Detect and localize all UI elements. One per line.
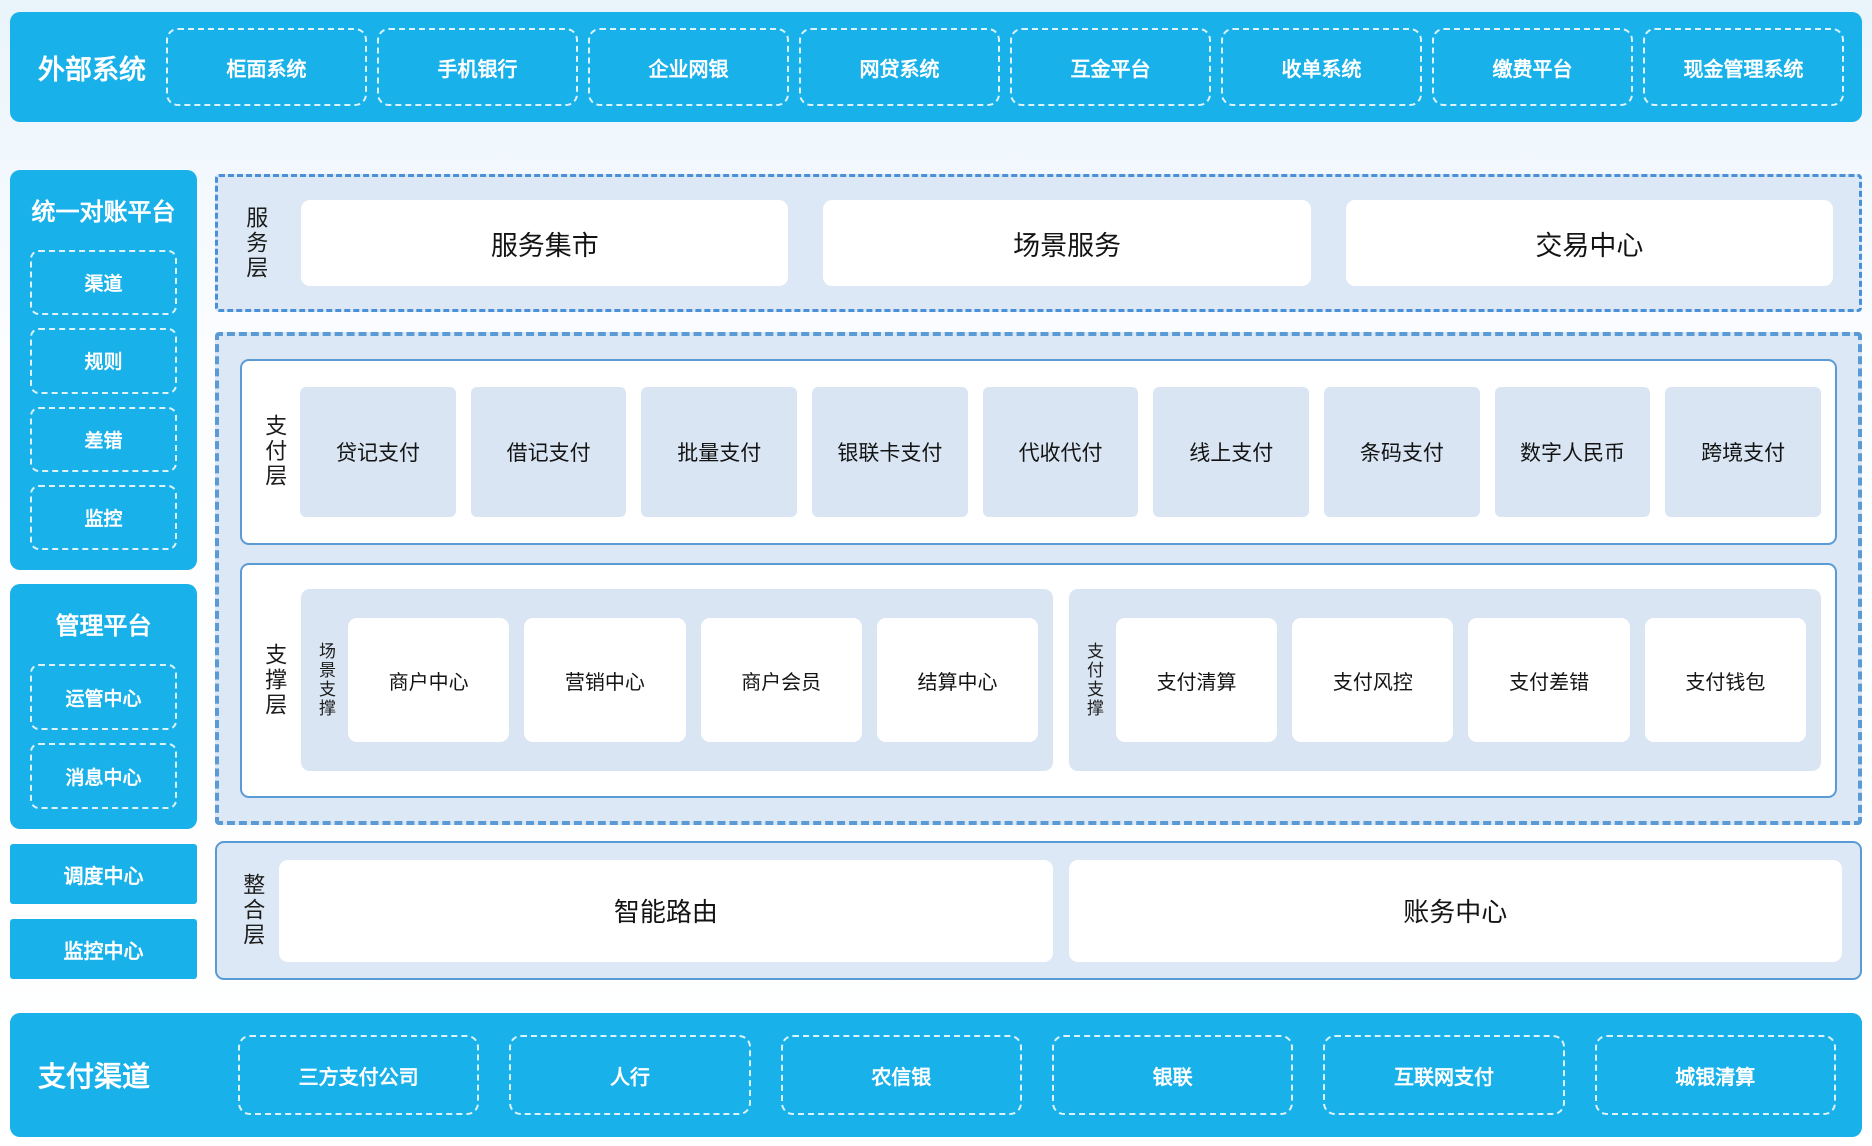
payment-support-item: 支付钱包 <box>1644 618 1806 743</box>
external-system-item: 现金管理系统 <box>1643 28 1844 106</box>
left-sidebar: 统一对账平台 渠道 规则 差错 监控 管理平台 运管中心 消息中心 调度中心 监… <box>10 144 197 989</box>
management-item: 运管中心 <box>30 664 177 730</box>
middle-region: 统一对账平台 渠道 规则 差错 监控 管理平台 运管中心 消息中心 调度中心 监… <box>10 144 1862 989</box>
payment-layer-label: 支付层 <box>261 414 287 490</box>
payment-layer-item: 数字人民币 <box>1494 386 1651 517</box>
payment-support-item: 支付差错 <box>1468 618 1630 743</box>
payment-channels-title: 支付渠道 <box>38 1060 151 1093</box>
payment-layer-item: 代收代付 <box>982 386 1139 517</box>
management-platform-card: 管理平台 运管中心 消息中心 <box>10 584 197 829</box>
payment-channels-bar: 支付渠道 三方支付公司 人行 农信银 银联 互联网支付 城银清算 <box>10 1013 1862 1137</box>
integration-layer: 整合层 智能路由 账务中心 <box>215 841 1862 980</box>
reconciliation-item: 差错 <box>30 406 177 472</box>
external-system-item: 缴费平台 <box>1432 28 1633 106</box>
reconciliation-platform-title: 统一对账平台 <box>31 198 176 226</box>
service-layer-item: 服务集市 <box>301 200 789 286</box>
reconciliation-item: 渠道 <box>30 250 177 316</box>
service-layer-label: 服务层 <box>242 205 268 281</box>
scene-support-item: 结算中心 <box>876 618 1039 743</box>
external-system-item: 收单系统 <box>1221 28 1422 106</box>
support-layer: 支撑层 场景支撑 商户中心 营销中心 商户会员 结算中心 支付支撑 支付清算 支… <box>240 562 1837 798</box>
payment-channel-item: 三方支付公司 <box>238 1035 480 1115</box>
scene-support-item: 商户中心 <box>348 618 510 743</box>
external-systems-items: 柜面系统 手机银行 企业网银 网贷系统 互金平台 收单系统 缴费平台 现金管理系… <box>166 28 1844 106</box>
scene-support-label: 场景支撑 <box>315 642 336 719</box>
payment-layer-item: 银联卡支付 <box>812 386 968 517</box>
payment-layer-item: 条码支付 <box>1324 386 1480 517</box>
external-system-item: 企业网银 <box>588 28 789 106</box>
integration-layer-item: 账务中心 <box>1068 859 1842 962</box>
payment-channel-item: 银联 <box>1051 1035 1294 1115</box>
payment-channel-item: 城银清算 <box>1594 1035 1836 1115</box>
payment-channel-item: 互联网支付 <box>1323 1035 1565 1115</box>
service-layer-item: 场景服务 <box>823 200 1311 286</box>
payment-support-label: 支付支撑 <box>1082 642 1103 719</box>
service-layer-item: 交易中心 <box>1345 200 1833 286</box>
monitor-center-box: 监控中心 <box>10 919 197 979</box>
integration-layer-label: 整合层 <box>239 873 265 948</box>
support-layer-label: 支撑层 <box>261 642 287 718</box>
payment-channels-items: 三方支付公司 人行 农信银 银联 互联网支付 城银清算 <box>238 1035 1844 1115</box>
management-platform-title: 管理平台 <box>55 612 152 640</box>
external-systems-title: 外部系统 <box>38 54 146 86</box>
external-system-item: 手机银行 <box>377 28 578 106</box>
payment-layer-item: 借记支付 <box>470 386 627 517</box>
payment-channel-item: 人行 <box>509 1035 751 1115</box>
external-system-item: 互金平台 <box>1010 28 1211 106</box>
payment-layer-item: 线上支付 <box>1153 386 1310 517</box>
payment-support-item: 支付风控 <box>1292 618 1454 743</box>
payment-support-group: 支付支撑 支付清算 支付风控 支付差错 支付钱包 <box>1069 589 1821 772</box>
external-systems-bar: 外部系统 柜面系统 手机银行 企业网银 网贷系统 互金平台 收单系统 缴费平台 … <box>10 12 1862 122</box>
scene-support-item: 商户会员 <box>700 618 862 743</box>
reconciliation-item: 监控 <box>30 484 177 550</box>
dispatch-center-box: 调度中心 <box>10 844 197 904</box>
core-layers-group: 支付层 贷记支付 借记支付 批量支付 银联卡支付 代收代付 线上支付 条码支付 … <box>215 332 1862 825</box>
payment-layer: 支付层 贷记支付 借记支付 批量支付 银联卡支付 代收代付 线上支付 条码支付 … <box>240 359 1837 545</box>
layers-column: 服务层 服务集市 场景服务 交易中心 支付层 贷记支付 借记支付 批量支付 银联… <box>215 144 1862 989</box>
payment-layer-item: 贷记支付 <box>300 386 456 517</box>
external-system-item: 柜面系统 <box>166 28 367 106</box>
external-system-item: 网贷系统 <box>799 28 1000 106</box>
reconciliation-item: 规则 <box>30 328 177 394</box>
scene-support-item: 营销中心 <box>524 618 686 743</box>
payment-channel-item: 农信银 <box>780 1035 1022 1115</box>
reconciliation-platform-card: 统一对账平台 渠道 规则 差错 监控 <box>10 170 197 570</box>
management-item: 消息中心 <box>30 743 177 809</box>
service-layer: 服务层 服务集市 场景服务 交易中心 <box>215 174 1862 312</box>
scene-support-group: 场景支撑 商户中心 营销中心 商户会员 结算中心 <box>301 589 1054 772</box>
payment-support-item: 支付清算 <box>1115 618 1278 743</box>
payment-layer-item: 批量支付 <box>641 386 798 517</box>
payment-layer-item: 跨境支付 <box>1665 386 1821 517</box>
integration-layer-item: 智能路由 <box>279 859 1053 962</box>
